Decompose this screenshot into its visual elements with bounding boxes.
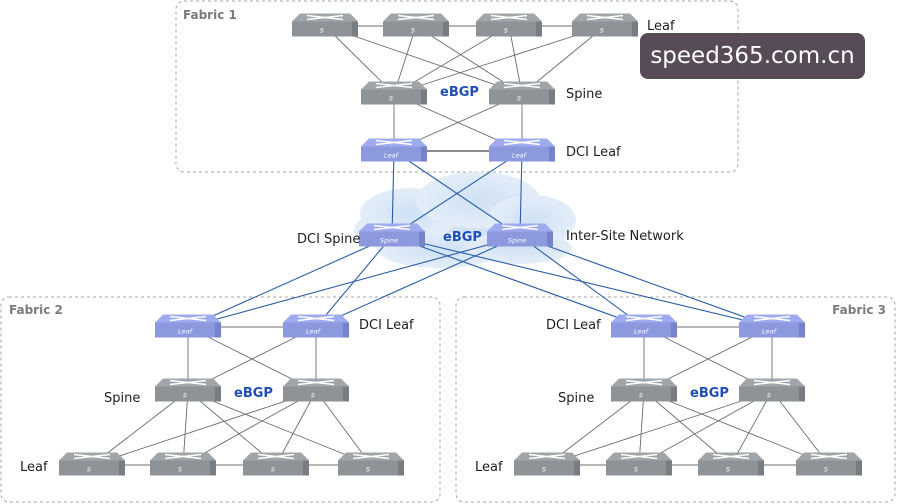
fabric-3-spine-label: Spine bbox=[558, 391, 594, 406]
device-glyph: S bbox=[183, 392, 187, 400]
fabric-1-dci-leaf-label: DCI Leaf bbox=[566, 145, 621, 160]
device-glyph: S bbox=[517, 95, 521, 103]
device-glyph: S bbox=[389, 95, 393, 103]
inter-site-network-label: Inter-Site Network bbox=[566, 229, 684, 244]
spine-switch-icon: Spine bbox=[487, 223, 553, 247]
f2-leaf-spine-link bbox=[187, 390, 372, 466]
dci-leaf-to-dci-spine-link bbox=[391, 235, 773, 328]
spine-switch-icon: Spine bbox=[359, 223, 425, 247]
device-glyph: S bbox=[504, 27, 508, 35]
switch-icon: S bbox=[489, 81, 555, 105]
dci-leaf-to-dci-spine-link bbox=[391, 235, 645, 328]
switch-icon: S bbox=[572, 13, 638, 37]
leaf-switch-icon: Leaf bbox=[361, 138, 427, 162]
dci-leaf-to-dci-spine-link bbox=[315, 235, 393, 328]
switch-icon: S bbox=[155, 378, 221, 402]
device-glyph: Leaf bbox=[384, 152, 400, 160]
switch-icon: S bbox=[476, 13, 542, 37]
leaf-switch-icon: Leaf bbox=[283, 314, 349, 338]
leaf-switch-icon: Leaf bbox=[611, 314, 677, 338]
fabric-2-leaf-label: Leaf bbox=[20, 460, 48, 475]
fabric-2-title: Fabric 2 bbox=[9, 303, 63, 317]
device-glyph: Leaf bbox=[178, 328, 194, 336]
fabric-1-box bbox=[175, 0, 739, 173]
f2-leaf-spine-link bbox=[91, 390, 317, 466]
device-glyph: S bbox=[366, 466, 370, 474]
device-glyph: S bbox=[320, 27, 324, 35]
f3-leaf-spine-link bbox=[546, 390, 773, 466]
f1-leaf-spine-link bbox=[393, 25, 606, 95]
device-glyph: S bbox=[271, 466, 275, 474]
fabric-3-dci-leaf-label: DCI Leaf bbox=[546, 318, 601, 333]
device-glyph: Spine bbox=[380, 237, 398, 245]
ebgp-label-dci: eBGP bbox=[443, 230, 482, 245]
leaf-switch-icon: Leaf bbox=[489, 138, 555, 162]
switch-icon: S bbox=[514, 452, 580, 476]
dci-leaf-to-dci-spine-link bbox=[519, 235, 773, 328]
ebgp-label-fabric-3: eBGP bbox=[690, 386, 729, 401]
fabric-1-leaf-label: Leaf bbox=[647, 19, 675, 34]
device-glyph: Spine bbox=[508, 237, 526, 245]
dci-spine-label: DCI Spine bbox=[297, 232, 360, 247]
device-glyph: S bbox=[639, 392, 643, 400]
fabric-1-spine-label: Spine bbox=[566, 87, 602, 102]
f3-leaf-spine-link bbox=[643, 390, 830, 466]
switch-icon: S bbox=[611, 378, 677, 402]
switch-icon: S bbox=[338, 452, 404, 476]
ebgp-label-fabric-2: eBGP bbox=[234, 386, 273, 401]
device-glyph: Leaf bbox=[762, 328, 778, 336]
device-glyph: Leaf bbox=[306, 328, 322, 336]
leaf-switch-icon: Leaf bbox=[155, 314, 221, 338]
device-glyph: S bbox=[178, 466, 182, 474]
fabric-2-box bbox=[0, 296, 441, 503]
dci-leaf-to-dci-spine-link bbox=[187, 235, 393, 328]
fabric-3-leaf-label: Leaf bbox=[475, 460, 503, 475]
switch-icon: S bbox=[739, 378, 805, 402]
fabric-3-title: Fabric 3 bbox=[832, 303, 886, 317]
switch-icon: S bbox=[796, 452, 862, 476]
fabric-2-spine-label: Spine bbox=[104, 391, 140, 406]
ebgp-label-fabric-1: eBGP bbox=[440, 85, 479, 100]
device-glyph: S bbox=[87, 466, 91, 474]
f1-leaf-spine-link bbox=[324, 25, 523, 95]
device-glyph: Leaf bbox=[634, 328, 650, 336]
leaf-switch-icon: Leaf bbox=[739, 314, 805, 338]
switch-icon: S bbox=[283, 378, 349, 402]
device-glyph: S bbox=[634, 466, 638, 474]
fabric-2-dci-leaf-label: DCI Leaf bbox=[359, 318, 414, 333]
dci-leaf-to-dci-spine-link bbox=[391, 150, 523, 237]
device-glyph: S bbox=[411, 27, 415, 35]
switch-icon: S bbox=[243, 452, 309, 476]
device-glyph: S bbox=[726, 466, 730, 474]
dci-leaf-to-dci-spine-link bbox=[315, 235, 521, 328]
switch-icon: S bbox=[59, 452, 125, 476]
switch-icon: S bbox=[698, 452, 764, 476]
device-glyph: S bbox=[767, 392, 771, 400]
switch-icon: S bbox=[383, 13, 449, 37]
switch-icon: S bbox=[150, 452, 216, 476]
device-glyph: S bbox=[824, 466, 828, 474]
device-glyph: S bbox=[600, 27, 604, 35]
device-glyph: S bbox=[311, 392, 315, 400]
switch-icon: S bbox=[361, 81, 427, 105]
switch-icon: S bbox=[292, 13, 358, 37]
dci-leaf-to-dci-spine-link bbox=[519, 150, 523, 237]
device-glyph: S bbox=[542, 466, 546, 474]
watermark-badge: speed365.com.cn bbox=[640, 33, 865, 79]
fabric-3-box bbox=[455, 296, 896, 503]
device-glyph: Leaf bbox=[512, 152, 528, 160]
switch-icon: S bbox=[606, 452, 672, 476]
dci-leaf-to-dci-spine-link bbox=[391, 150, 395, 237]
fabric-1-title: Fabric 1 bbox=[183, 8, 237, 22]
